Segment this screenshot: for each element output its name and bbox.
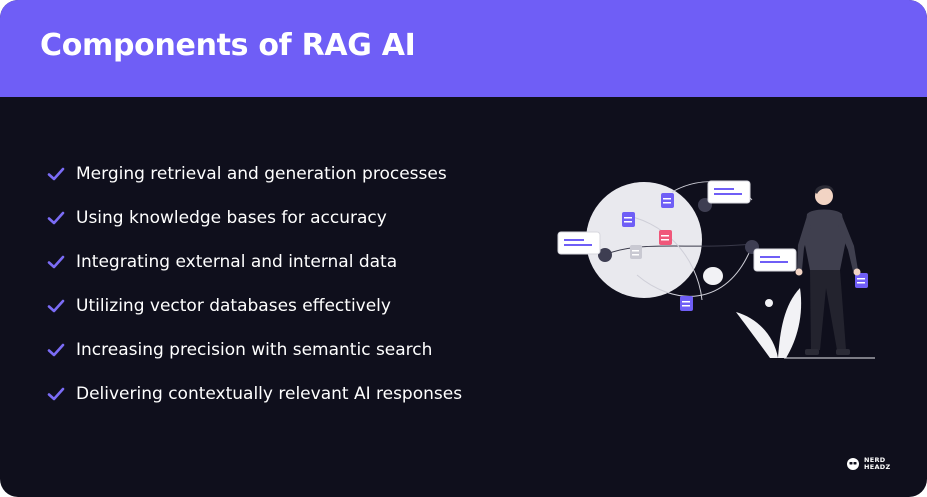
node-dot [765, 299, 773, 307]
check-icon [47, 167, 65, 181]
check-icon [47, 343, 65, 357]
list-item: Using knowledge bases for accuracy [46, 196, 462, 240]
check-icon [47, 387, 65, 401]
document-icon [622, 212, 635, 227]
document-icon [661, 193, 674, 208]
document-icon [630, 245, 642, 259]
node-dot [703, 267, 723, 285]
list-item-label: Merging retrieval and generation process… [76, 164, 447, 184]
message-card [707, 180, 751, 204]
page-title: Components of RAG AI [40, 28, 416, 63]
list-item: Delivering contextually relevant AI resp… [46, 372, 462, 416]
list-item: Merging retrieval and generation process… [46, 152, 462, 196]
plant-leaf [736, 312, 778, 358]
document-icon [855, 273, 868, 288]
check-icon [47, 255, 65, 269]
message-card [557, 231, 601, 255]
person-figure [795, 185, 861, 355]
message-card [753, 248, 797, 272]
knowledge-circle [586, 182, 702, 298]
header-bar: Components of RAG AI [0, 0, 927, 97]
brand-logo-text: NERD HEADZ [864, 456, 891, 471]
plant-leaf [778, 288, 802, 358]
list-item-label: Integrating external and internal data [76, 252, 398, 272]
list-item-label: Using knowledge bases for accuracy [76, 208, 387, 228]
list-item-label: Delivering contextually relevant AI resp… [76, 384, 463, 404]
node-dot [598, 248, 612, 262]
nerdheadz-logo-icon [847, 458, 859, 470]
check-icon [47, 211, 65, 225]
list-item-label: Increasing precision with semantic searc… [76, 340, 433, 360]
list-item: Increasing precision with semantic searc… [46, 328, 462, 372]
list-item-label: Utilizing vector databases effectively [76, 296, 391, 316]
list-item: Integrating external and internal data [46, 240, 462, 284]
document-icon [680, 296, 693, 311]
components-list: Merging retrieval and generation process… [46, 152, 462, 416]
list-item: Utilizing vector databases effectively [46, 284, 462, 328]
check-icon [47, 299, 65, 313]
document-icon [659, 230, 672, 245]
person-with-documents-illustration [557, 180, 875, 359]
brand-logo: NERD HEADZ [846, 457, 891, 471]
